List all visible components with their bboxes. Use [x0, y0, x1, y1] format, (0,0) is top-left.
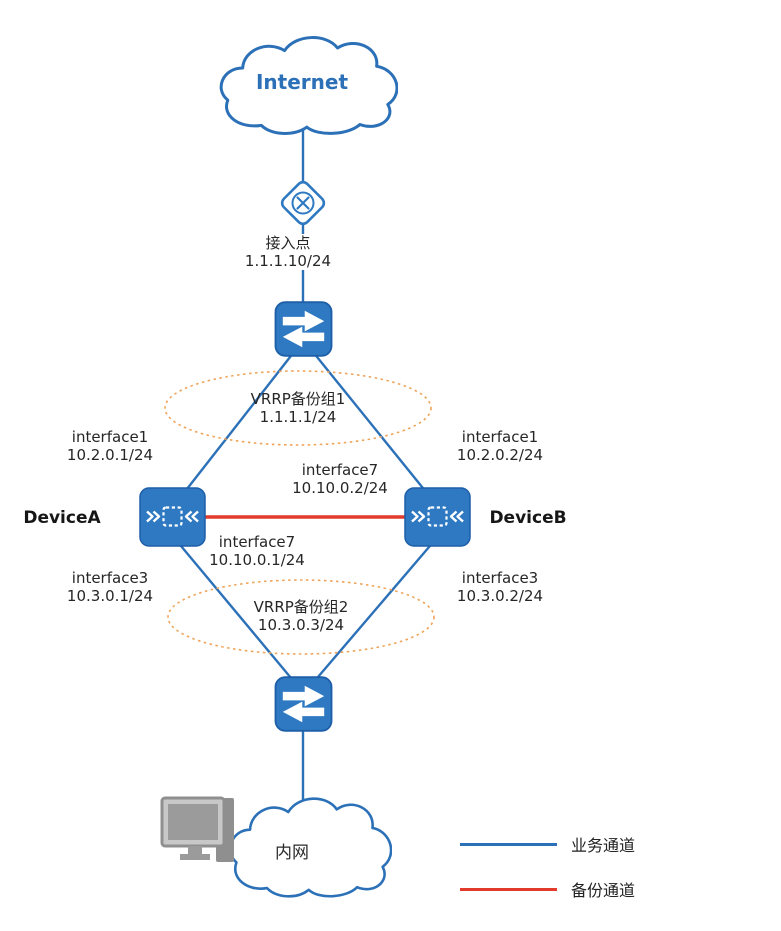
router-icon	[280, 180, 326, 226]
device-a-node	[139, 487, 206, 547]
link-deviceb-switch2	[311, 539, 436, 685]
computer-node	[158, 792, 242, 878]
device-b-interface7-label: interface7 10.10.0.2/24	[292, 461, 388, 497]
device-b-node	[404, 487, 471, 547]
computer-icon	[160, 796, 234, 862]
router-symbol-arrows	[296, 196, 310, 210]
switch-body	[274, 676, 333, 732]
interface-name: interface3	[71, 569, 149, 587]
switch-arrow-right	[282, 685, 325, 707]
interface-ip: 10.3.0.2/24	[456, 587, 544, 605]
switch1-node	[274, 301, 333, 357]
intranet-label: 内网	[275, 843, 309, 863]
interface-ip: 10.3.0.1/24	[66, 587, 154, 605]
access-point-label: 接入点 1.1.1.10/24	[241, 234, 335, 270]
vrrp-group1-name: VRRP备份组1	[250, 390, 346, 408]
interface-ip: 10.10.0.1/24	[209, 551, 305, 569]
interface-name: interface7	[301, 461, 379, 479]
switch-body	[274, 301, 333, 357]
device-a-interface1-label: interface1 10.2.0.1/24	[67, 428, 153, 464]
device-b-interface1-label: interface1 10.2.0.2/24	[457, 428, 543, 464]
device-right-chevrons	[184, 510, 199, 523]
device-left-chevrons	[146, 510, 161, 523]
legend-backup-row: 备份通道	[460, 878, 635, 900]
router-node	[277, 177, 329, 229]
vrrp-group2-ellipse	[167, 579, 435, 655]
device-icon	[139, 487, 206, 547]
cloud-shape	[230, 799, 391, 897]
link-devicea-switch2	[175, 539, 297, 685]
legend-service-label: 业务通道	[571, 836, 636, 855]
access-point-ip: 1.1.1.10/24	[244, 252, 332, 270]
legend: 业务通道 备份通道	[460, 833, 635, 923]
device-a-interface7-label: interface7 10.10.0.1/24	[206, 533, 308, 569]
vrrp-group1-label: VRRP备份组1 1.1.1.1/24	[251, 390, 346, 426]
device-left-chevrons	[411, 510, 426, 523]
vrrp-group1-ellipse	[164, 370, 432, 446]
switch2-node	[274, 676, 333, 732]
device-b-interface3-label: interface3 10.3.0.2/24	[457, 569, 543, 605]
service-line-swatch	[460, 842, 557, 846]
interface-name: interface1	[71, 428, 149, 446]
switch-arrow-right	[282, 310, 325, 332]
device-a-interface3-label: interface3 10.3.0.1/24	[67, 569, 153, 605]
link-switch1-devicea	[175, 351, 295, 504]
device-right-chevrons	[449, 510, 464, 523]
interface-ip: 10.2.0.2/24	[456, 446, 544, 464]
device-icon	[404, 487, 471, 547]
legend-service-row: 业务通道	[460, 833, 635, 855]
interface-name: interface1	[461, 428, 539, 446]
backup-line-swatch	[460, 887, 557, 891]
legend-backup-label: 备份通道	[571, 881, 636, 900]
device-body	[404, 487, 471, 547]
switch-arrow-left	[282, 701, 325, 723]
interface-name: interface3	[461, 569, 539, 587]
cloud-shape	[221, 38, 397, 134]
switch-icon	[274, 676, 333, 732]
vrrp-group2-label: VRRP备份组2 10.3.0.3/24	[254, 598, 349, 634]
intranet-cloud-node: 内网	[222, 789, 392, 904]
switch-arrow-left	[282, 326, 325, 348]
device-dashed-square	[162, 506, 183, 527]
vrrp-group2-vip: 10.3.0.3/24	[257, 616, 345, 634]
monitor-screen	[168, 804, 218, 840]
interface-ip: 10.10.0.2/24	[292, 479, 388, 497]
device-body	[139, 487, 206, 547]
device-b-name: DeviceB	[489, 508, 567, 528]
interface-ip: 10.2.0.1/24	[66, 446, 154, 464]
interface-name: interface7	[218, 533, 296, 551]
device-dashed-square	[427, 506, 448, 527]
switch-icon	[274, 301, 333, 357]
link-switch1-deviceb	[312, 351, 436, 504]
internet-cloud-node: Internet	[212, 28, 398, 141]
vrrp-group2-name: VRRP备份组2	[253, 598, 349, 616]
device-a-name: DeviceA	[23, 508, 101, 528]
cloud-icon	[212, 28, 398, 141]
vrrp-group1-vip: 1.1.1.1/24	[259, 408, 337, 426]
access-point-name: 接入点	[265, 234, 311, 252]
monitor-stand	[180, 846, 210, 860]
internet-label: Internet	[255, 70, 349, 94]
